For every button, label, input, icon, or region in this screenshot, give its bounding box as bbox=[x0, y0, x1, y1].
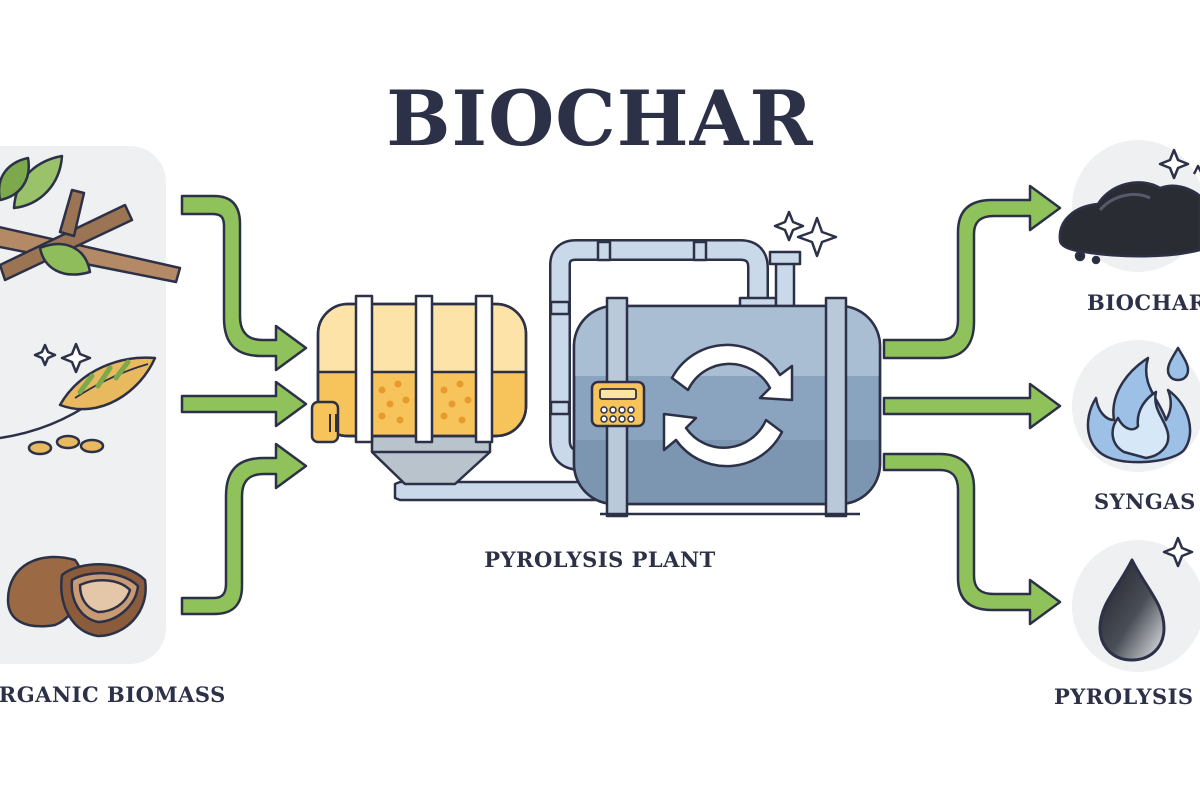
organic-biomass-label: ORGANIC BIOMASS bbox=[0, 682, 226, 707]
diagram-title: BIOCHAR bbox=[386, 74, 814, 163]
pyrolysis-oil-output-label: PYROLYSIS OIL bbox=[1054, 684, 1200, 709]
wood-branches-icon bbox=[0, 154, 182, 284]
input-arrows bbox=[180, 194, 308, 616]
input-arrow-top bbox=[180, 194, 308, 372]
output-arrow-bottom bbox=[882, 452, 1062, 626]
output-arrow-middle bbox=[882, 382, 1062, 430]
gas-flame-icon bbox=[1086, 346, 1192, 464]
input-arrow-middle bbox=[180, 380, 308, 428]
wheat-grain-icon bbox=[0, 342, 157, 456]
pyrolysis-plant-label: PYROLYSIS PLANT bbox=[484, 547, 716, 572]
output-arrows bbox=[882, 184, 1062, 626]
oil-drop-icon bbox=[1098, 536, 1194, 662]
biochar-output-label: BIOCHAR bbox=[1087, 290, 1200, 315]
pyrolysis-plant bbox=[310, 210, 882, 518]
charcoal-pile-icon bbox=[1058, 148, 1200, 265]
recycle-arrows-icon bbox=[670, 343, 794, 402]
syngas-output-label: SYNGAS bbox=[1094, 489, 1196, 514]
output-arrow-top bbox=[882, 184, 1062, 360]
input-arrow-bottom bbox=[180, 442, 308, 616]
coconut-icon bbox=[6, 555, 147, 638]
